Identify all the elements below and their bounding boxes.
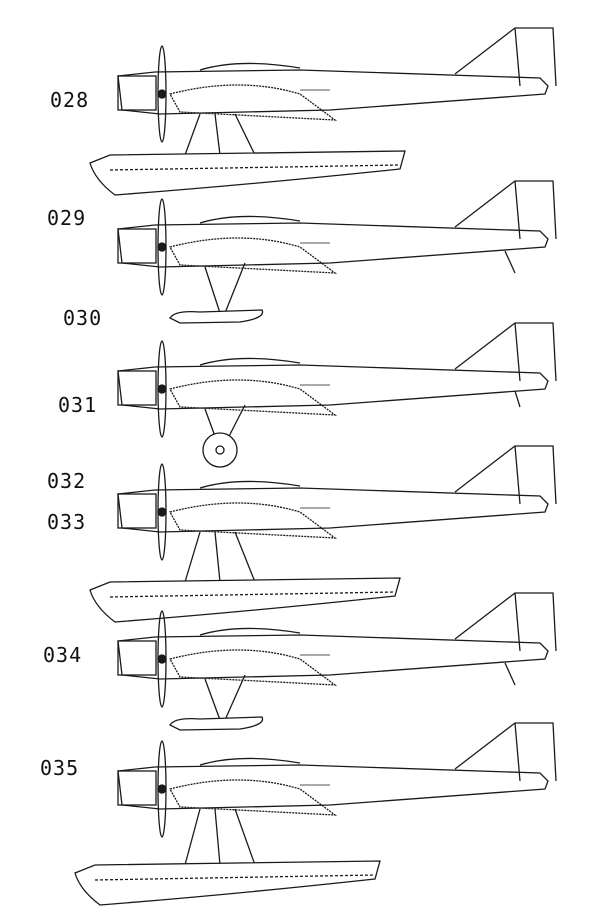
fuselage (117, 764, 549, 810)
rudder-hinge (514, 180, 521, 240)
aircraft-drawing (89, 27, 557, 196)
float-struts (184, 113, 256, 156)
label-033: 033 (47, 510, 87, 534)
fuselage (117, 487, 549, 533)
engine-cowling (117, 228, 157, 264)
tail-skid (504, 662, 516, 686)
engine-cowling (117, 370, 157, 406)
tail-skid (504, 250, 516, 274)
wing (169, 379, 338, 416)
engine-cowling (117, 770, 157, 806)
float (74, 860, 381, 906)
label-030: 030 (63, 306, 103, 330)
cockpit-canopy (199, 215, 301, 224)
propeller-hub (157, 784, 167, 794)
cockpit-canopy (199, 357, 301, 366)
fuselage (117, 364, 549, 410)
aircraft-drawing (117, 592, 557, 731)
rudder-hinge (514, 592, 521, 652)
label-034: 034 (43, 643, 83, 667)
tail-fin (454, 180, 557, 240)
wheel (202, 432, 238, 468)
tail-fin (454, 592, 557, 652)
float (89, 577, 401, 623)
propeller-hub (157, 384, 167, 394)
fuselage (117, 69, 549, 115)
wheel-hub (215, 445, 225, 455)
float-seam (109, 164, 401, 171)
tail-fin (454, 322, 557, 382)
float-struts (184, 808, 256, 866)
landing-gear-strut (204, 262, 246, 314)
aircraft-drawing (74, 722, 557, 906)
label-031: 031 (58, 393, 98, 417)
cockpit-canopy (199, 627, 301, 636)
tail-fin (454, 445, 557, 505)
engine-cowling (117, 75, 157, 111)
cockpit-canopy (199, 480, 301, 489)
propeller-hub (157, 89, 167, 99)
ski (169, 716, 264, 731)
ski (169, 309, 264, 324)
wing (169, 237, 338, 274)
float-seam (109, 591, 396, 598)
float (89, 150, 406, 196)
rudder-hinge (514, 27, 521, 87)
rudder-hinge (514, 322, 521, 382)
aircraft-drawing (89, 445, 557, 623)
wing (169, 649, 338, 686)
float-seam (94, 874, 376, 881)
propeller-hub (157, 242, 167, 252)
float-struts (184, 531, 256, 583)
tail-fin (454, 27, 557, 87)
rudder-hinge (514, 722, 521, 782)
aircraft-drawing (117, 180, 557, 324)
tail-skid (514, 390, 521, 408)
fuselage (117, 634, 549, 680)
propeller-hub (157, 654, 167, 664)
wing (169, 84, 338, 121)
wing (169, 779, 338, 816)
fuselage (117, 222, 549, 268)
landing-gear-strut (204, 674, 246, 721)
label-028: 028 (50, 88, 90, 112)
engine-cowling (117, 493, 157, 529)
aircraft-drawing (117, 322, 557, 468)
cockpit-canopy (199, 757, 301, 766)
rudder-hinge (514, 445, 521, 505)
label-032: 032 (47, 469, 87, 493)
cockpit-canopy (199, 62, 301, 71)
tail-fin (454, 722, 557, 782)
engine-cowling (117, 640, 157, 676)
propeller-hub (157, 507, 167, 517)
wing (169, 502, 338, 539)
label-029: 029 (47, 206, 87, 230)
label-035: 035 (40, 756, 80, 780)
